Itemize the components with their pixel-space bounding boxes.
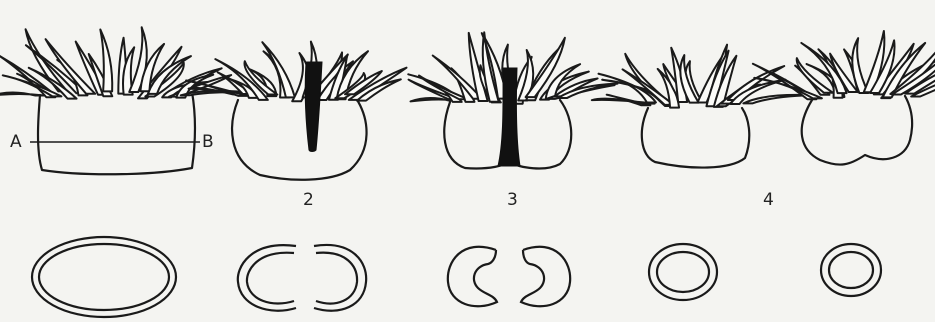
right-inner xyxy=(316,253,357,304)
cross-section-4 xyxy=(649,244,717,300)
section-label-a: A xyxy=(10,134,22,151)
left-inner xyxy=(247,253,294,304)
right-half xyxy=(521,247,570,306)
cross-section-2 xyxy=(238,245,366,311)
cross-section-5 xyxy=(821,244,881,296)
polyp-body-4 xyxy=(642,108,749,168)
inner-wall xyxy=(829,252,873,288)
polyp-body-2 xyxy=(232,98,366,180)
stage-label-2: 2 xyxy=(303,192,314,209)
section-label-b: B xyxy=(202,134,214,151)
tentacle xyxy=(743,95,810,104)
cross-section-1 xyxy=(32,237,176,317)
stage-label-4: 4 xyxy=(763,192,774,209)
tentacle-crown-5 xyxy=(753,31,935,99)
left-half xyxy=(448,247,497,306)
fission-furrow-2 xyxy=(305,62,322,152)
polyp-body-5 xyxy=(802,96,912,165)
stage-label-3: 3 xyxy=(507,192,518,209)
outer-wall xyxy=(32,237,176,317)
polyp-body-1 xyxy=(38,92,195,174)
inner-wall xyxy=(39,244,169,310)
inner-wall xyxy=(657,252,709,292)
cross-section-3 xyxy=(448,247,570,306)
tentacle xyxy=(0,92,44,95)
